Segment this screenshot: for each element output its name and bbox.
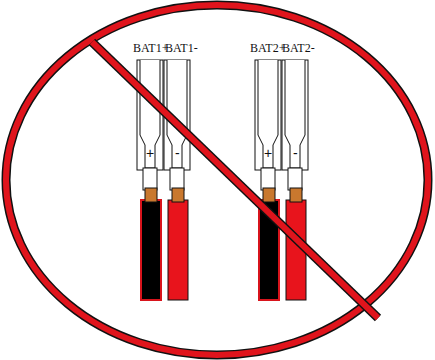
terminal-name: BAT2+ [250,42,285,54]
terminal-name: BAT1- [165,42,198,54]
prohibition-sign [6,5,428,355]
battery-wires [141,188,306,300]
terminal-name: BAT1+ [133,42,168,54]
polarity-sign: - [175,146,180,160]
polarity-sign: + [264,146,272,160]
polarity-sign: - [293,146,298,160]
polarity-sign: + [146,146,154,160]
terminal-name: BAT2- [282,42,315,54]
